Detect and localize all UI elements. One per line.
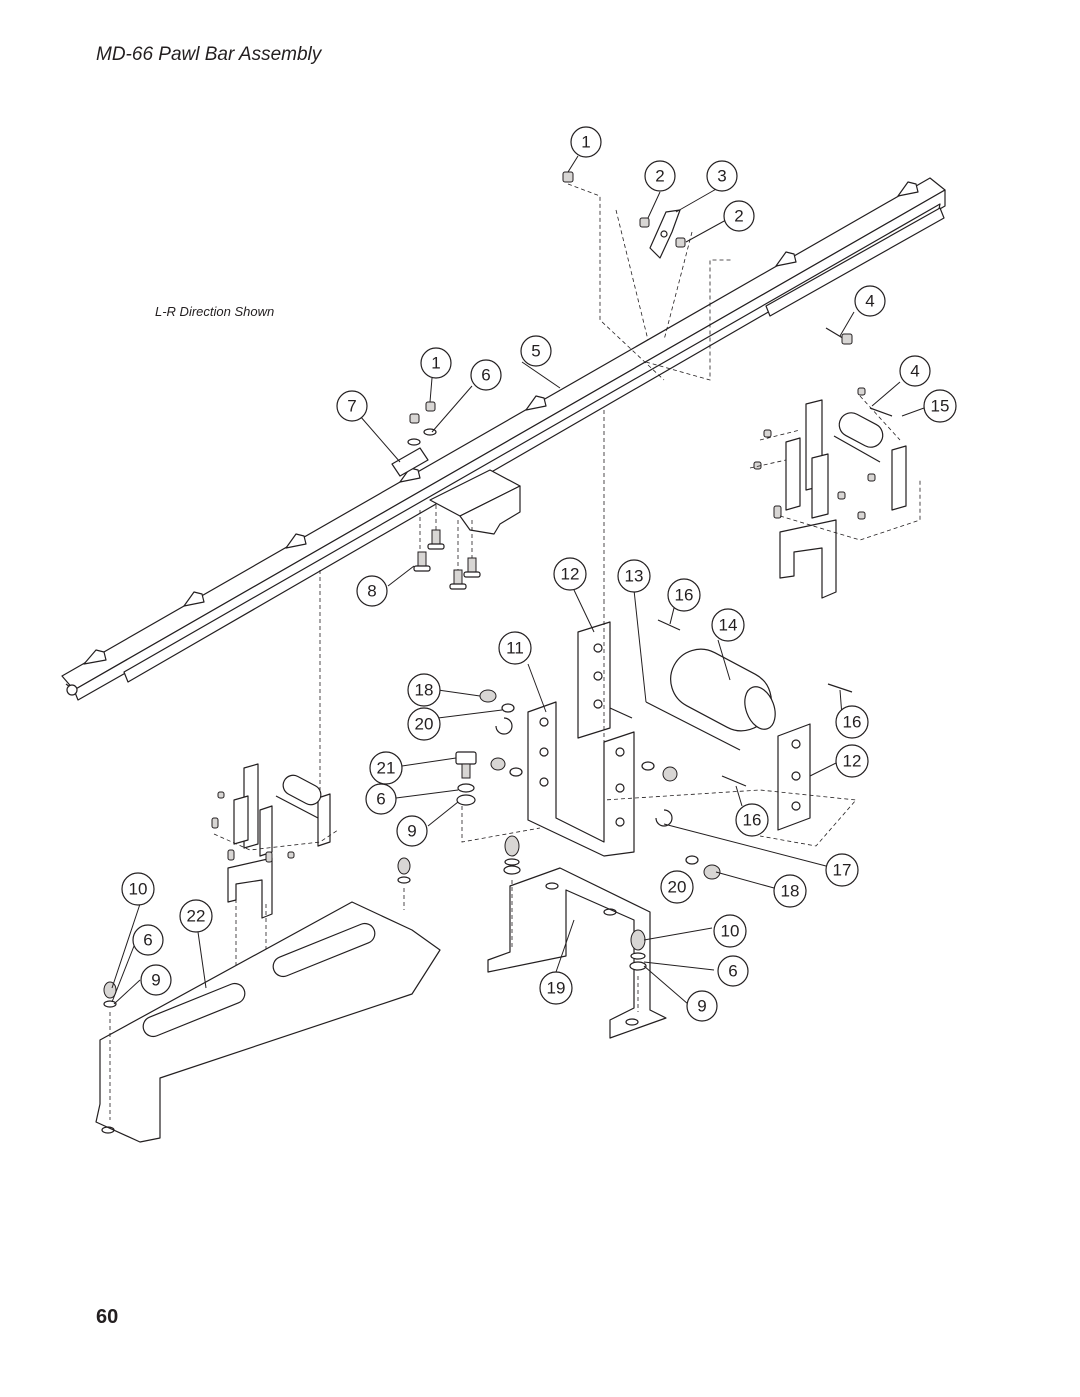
base-plate — [95, 857, 441, 1143]
callout-4: 4 — [854, 285, 886, 317]
callout-2: 2 — [644, 160, 676, 192]
svg-text:18: 18 — [781, 882, 800, 901]
svg-text:13: 13 — [625, 567, 644, 586]
callout-19: 19 — [539, 971, 573, 1005]
svg-text:17: 17 — [833, 861, 852, 880]
svg-text:7: 7 — [347, 397, 356, 416]
screw-top-right — [825, 327, 853, 345]
callout-8: 8 — [356, 575, 388, 607]
callout-6: 6 — [132, 924, 164, 956]
callout-7: 7 — [336, 390, 368, 422]
svg-text:21: 21 — [377, 759, 396, 778]
base-bracket — [487, 835, 667, 1039]
svg-text:10: 10 — [721, 922, 740, 941]
callout-13: 13 — [617, 559, 651, 593]
bolts-under-bar — [413, 529, 481, 590]
callout-15: 15 — [923, 389, 957, 423]
svg-text:11: 11 — [506, 639, 524, 658]
svg-text:19: 19 — [547, 979, 566, 998]
callout-2: 2 — [723, 200, 755, 232]
callout-20: 20 — [407, 707, 441, 741]
callout-10: 10 — [713, 914, 747, 948]
svg-text:2: 2 — [734, 207, 743, 226]
callout-9: 9 — [686, 990, 718, 1022]
svg-text:9: 9 — [407, 822, 416, 841]
svg-text:20: 20 — [668, 878, 687, 897]
callout-4: 4 — [899, 355, 931, 387]
callout-17: 17 — [825, 853, 859, 887]
page-number: 60 — [96, 1306, 119, 1328]
svg-text:6: 6 — [481, 366, 490, 385]
callout-9: 9 — [140, 964, 172, 996]
svg-text:6: 6 — [728, 962, 737, 981]
callout-11: 11 — [498, 631, 532, 665]
page-title: MD-66 Pawl Bar Assembly — [96, 44, 322, 65]
nut-washer-on-bar — [407, 401, 437, 446]
callout-6: 6 — [365, 783, 397, 815]
callout-18: 18 — [407, 673, 441, 707]
callout-21: 21 — [369, 751, 403, 785]
callout-6: 6 — [717, 955, 749, 987]
roller-assembly-upper-right — [753, 387, 907, 599]
svg-text:9: 9 — [697, 997, 706, 1016]
callout-22: 22 — [179, 899, 213, 933]
leader-lines — [111, 155, 925, 1005]
callout-12: 12 — [553, 557, 587, 591]
direction-note: L-R Direction Shown — [155, 304, 275, 319]
svg-text:6: 6 — [376, 790, 385, 809]
svg-text:5: 5 — [531, 342, 540, 361]
svg-text:3: 3 — [717, 167, 726, 186]
svg-text:1: 1 — [431, 354, 440, 373]
callout-1: 1 — [570, 126, 602, 158]
callout-16: 16 — [835, 705, 869, 739]
svg-text:8: 8 — [367, 582, 376, 601]
main-roller-assembly — [455, 619, 853, 880]
callout-10: 10 — [121, 872, 155, 906]
callout-14: 14 — [711, 608, 745, 642]
callout-16: 16 — [735, 803, 769, 837]
svg-text:16: 16 — [843, 713, 862, 732]
svg-text:18: 18 — [415, 681, 434, 700]
callout-16: 16 — [667, 578, 701, 612]
svg-text:10: 10 — [129, 880, 148, 899]
svg-text:16: 16 — [743, 811, 762, 830]
svg-text:4: 4 — [910, 362, 919, 381]
svg-text:15: 15 — [931, 397, 950, 416]
svg-text:12: 12 — [561, 565, 580, 584]
callout-12: 12 — [835, 744, 869, 778]
svg-text:9: 9 — [151, 971, 160, 990]
callout-20: 20 — [660, 870, 694, 904]
svg-text:12: 12 — [843, 752, 862, 771]
callout-3: 3 — [706, 160, 738, 192]
callout-18: 18 — [773, 874, 807, 908]
callout-6: 6 — [470, 359, 502, 391]
callout-5: 5 — [520, 335, 552, 367]
svg-text:2: 2 — [655, 167, 664, 186]
pawl-lever — [639, 209, 686, 259]
svg-text:1: 1 — [581, 133, 590, 152]
callout-1: 1 — [420, 347, 452, 379]
roller-assembly-lower-left — [211, 763, 331, 919]
pawl-bar — [61, 177, 946, 701]
callout-9: 9 — [396, 815, 428, 847]
svg-text:6: 6 — [143, 931, 152, 950]
svg-text:4: 4 — [865, 292, 874, 311]
svg-text:16: 16 — [675, 586, 694, 605]
svg-text:14: 14 — [719, 616, 738, 635]
svg-text:20: 20 — [415, 715, 434, 734]
svg-text:22: 22 — [187, 907, 206, 926]
hex-nut-top — [562, 171, 574, 183]
